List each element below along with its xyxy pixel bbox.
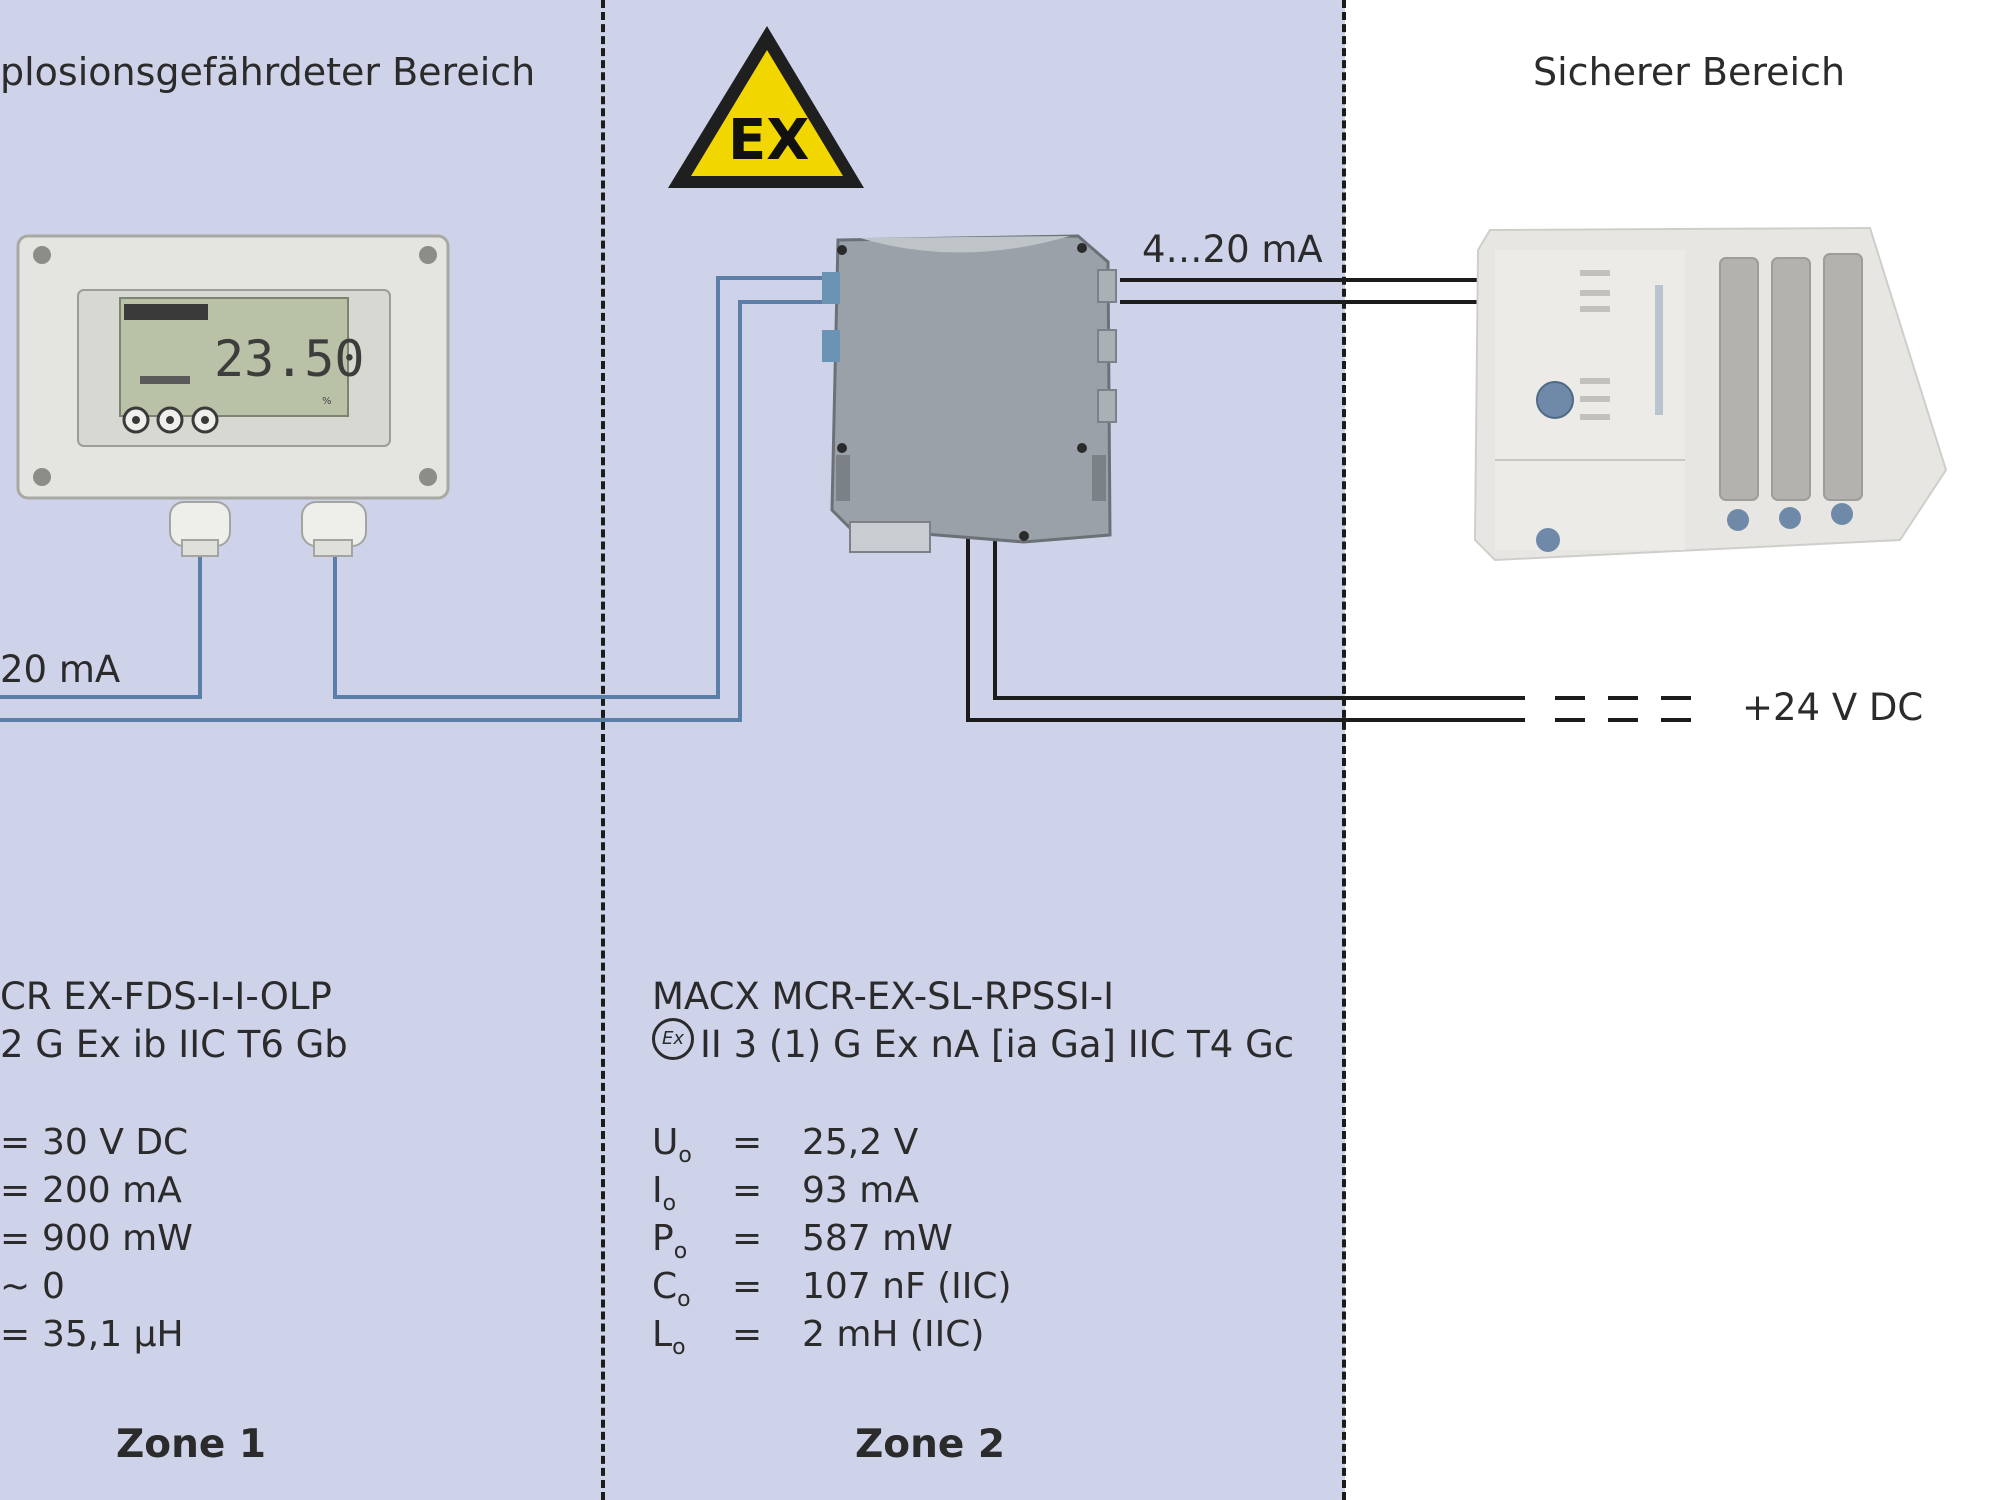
zone2-param-row: Uo = 25,2 V: [652, 1122, 919, 1169]
hazardous-area-label: plosionsgefährdeter Bereich: [0, 50, 536, 94]
zone1-label: Zone 1: [116, 1422, 267, 1467]
zone2-param-row: Lo = 2 mH (IIC): [652, 1314, 985, 1361]
ex-sign-text: EX: [728, 108, 810, 173]
left-signal-label: 20 mA: [0, 648, 121, 691]
signal-wires-right: [1120, 278, 1490, 304]
ex-warning-sign: [668, 26, 864, 188]
svg-text:%: %: [322, 396, 332, 407]
plc-controller: [1473, 226, 1948, 562]
zone2-device-marking: II 3 (1) G Ex nA [ia Ga] IIC T4 Gc: [700, 1023, 1295, 1066]
display-reading: 23.50: [214, 330, 365, 388]
zone2-param-row: Po = 587 mW: [652, 1218, 953, 1265]
zone2-label: Zone 2: [855, 1422, 1006, 1467]
field-indicator-device: 23.50 %: [16, 234, 450, 557]
right-signal-label: 4…20 mA: [1142, 228, 1323, 271]
zone1-param-row: = 200 mA: [0, 1170, 182, 1211]
zone2-param-row: Co = 107 nF (IIC): [652, 1266, 1012, 1313]
signal-wires-left: [0, 276, 825, 722]
zone1-param-row: = 900 mW: [0, 1218, 193, 1259]
zone1-device-marking: 2 G Ex ib IIC T6 Gb: [0, 1023, 348, 1066]
safe-area-label: Sicherer Bereich: [1533, 50, 1846, 94]
zone2-ex-mark-icon: Ex: [652, 1018, 694, 1060]
zone2-param-row: Io = 93 mA: [652, 1170, 919, 1217]
supply-wires: [966, 515, 1691, 722]
zone-boundary-hazard-safe: [1342, 0, 1346, 1500]
supply-label: +24 V DC: [1742, 686, 1924, 729]
isolator-module: [822, 234, 1117, 553]
zone2-device-name: MACX MCR-EX-SL-RPSSI-I: [652, 975, 1115, 1018]
zone1-param-row: ~ 0: [0, 1266, 65, 1307]
zone-boundary-1-2: [601, 0, 605, 1500]
zone1-device-name: CR EX-FDS-I-I-OLP: [0, 975, 332, 1018]
zone1-param-row: = 35,1 µH: [0, 1314, 184, 1355]
zone1-param-row: = 30 V DC: [0, 1122, 189, 1163]
